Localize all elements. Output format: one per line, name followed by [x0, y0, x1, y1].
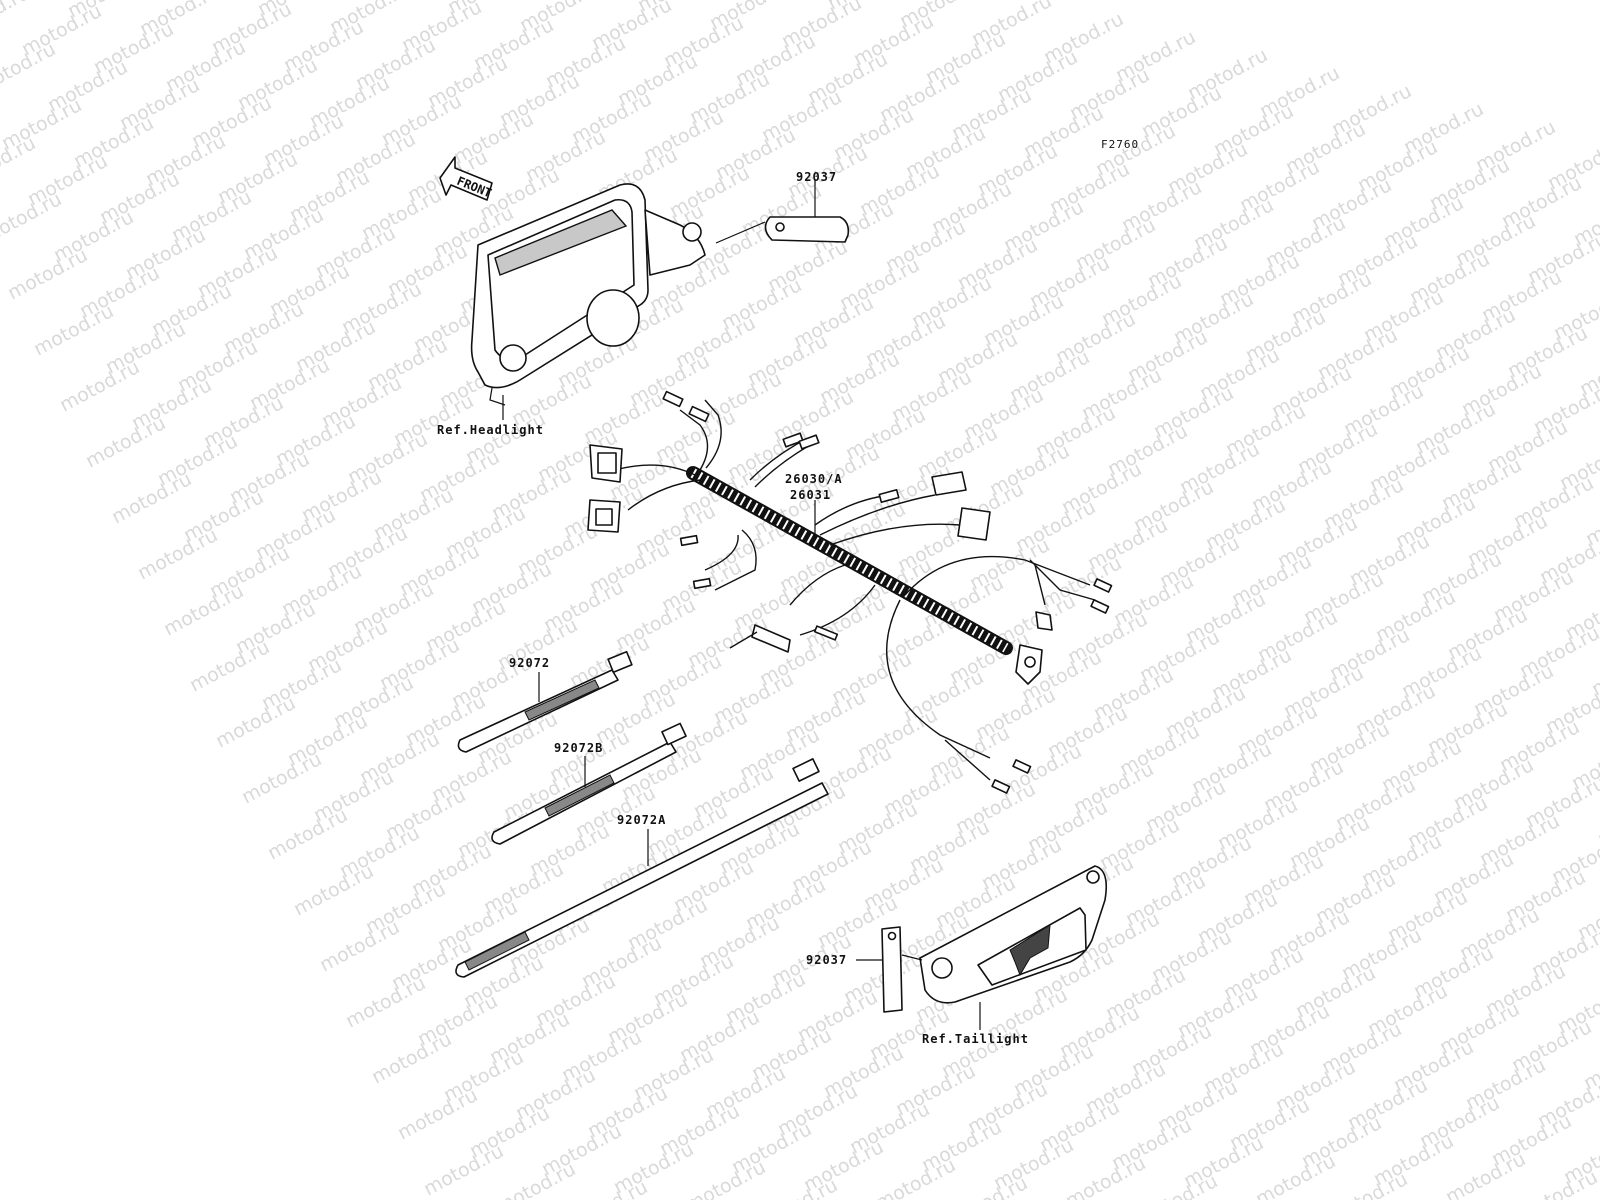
- watermark-text: motod.ru: [394, 1084, 481, 1144]
- watermark-text: motod.ru: [108, 468, 195, 528]
- watermark-text: motod.ru: [682, 1156, 769, 1200]
- watermark-text: motod.ru: [1514, 1166, 1600, 1200]
- watermark-text: motod.ru: [56, 356, 143, 416]
- clamp-top: [715, 180, 850, 244]
- headlight-illustration: [470, 183, 706, 420]
- watermark-text: motod.ru: [82, 412, 169, 472]
- label-92072b: 92072B: [554, 741, 604, 755]
- label-92037-bottom: 92037: [806, 953, 848, 967]
- label-92072: 92072: [509, 656, 551, 670]
- watermark-text: motod.ru: [368, 1028, 455, 1088]
- watermark-text: motod.ru: [30, 300, 117, 360]
- watermark-text: motod.ru: [1062, 1152, 1149, 1200]
- label-92037-top: 92037: [796, 170, 838, 184]
- watermark-text: motod.ru: [264, 804, 351, 864]
- label-ref-headlight: Ref.Headlight: [437, 423, 544, 437]
- watermark-text: motod.ru: [944, 1172, 1031, 1200]
- taillight-illustration: [919, 865, 1108, 1030]
- band-92072: [457, 650, 633, 753]
- figure-code: F2760: [1101, 138, 1140, 151]
- watermark-text: motod.ru: [342, 972, 429, 1032]
- watermark-text: motod.ru: [134, 524, 221, 584]
- watermark-text: motod.ru: [160, 580, 247, 640]
- watermark-text: motod.ru: [754, 1174, 841, 1200]
- watermark-text: motod.ru: [564, 1176, 651, 1200]
- watermark-text: motod.ru: [238, 748, 325, 808]
- watermark-text: motod.ru: [290, 860, 377, 920]
- watermark-text: motod.ru: [1134, 1170, 1221, 1200]
- watermark-text: motod.ru: [212, 692, 299, 752]
- label-26031: 26031: [790, 488, 832, 502]
- watermark-text: motod.ru: [186, 636, 273, 696]
- watermark-text: motod.ru: [1324, 1168, 1411, 1200]
- watermark-text: motod.ru: [420, 1140, 507, 1200]
- label-26030-a: 26030/A: [785, 472, 843, 486]
- watermark-text: motod.ru: [316, 916, 403, 976]
- band-92072B: [491, 722, 687, 845]
- watermark-text: motod.ru: [872, 1154, 959, 1200]
- label-ref-taillight: Ref.Taillight: [922, 1032, 1029, 1046]
- label-92072a: 92072A: [617, 813, 667, 827]
- wire-harness-illustration: [587, 390, 1113, 794]
- watermark-text: motod.ru: [1442, 1148, 1529, 1200]
- watermark-text: motod.ru: [1252, 1150, 1339, 1200]
- clamp-bottom: [856, 926, 923, 1013]
- band-92072A: [455, 758, 829, 978]
- watermark-text: motod.ru: [492, 1158, 579, 1200]
- watermark-text: motod.ru: [4, 244, 91, 304]
